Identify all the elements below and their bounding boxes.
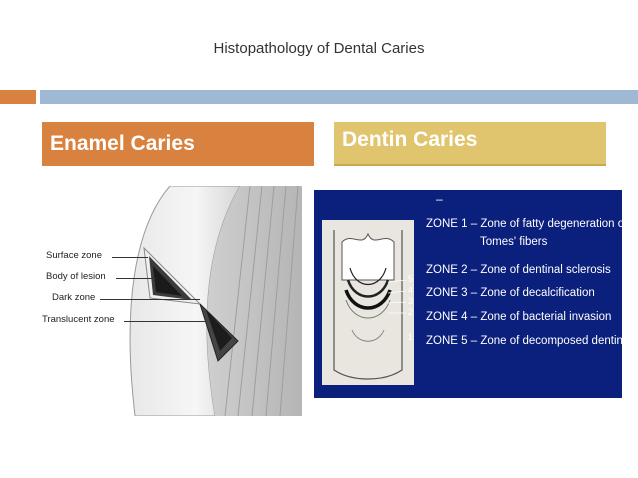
enamel-lesion-illustration (129, 186, 302, 416)
zone-1-text-cont: Tomes' fibers (480, 236, 548, 248)
label-translucent-zone: Translucent zone (42, 314, 115, 325)
title-rule-bar (40, 90, 638, 104)
zone-number-5: 5 (408, 274, 414, 284)
zone-1-text: ZONE 1 – Zone of fatty degeneration of (426, 218, 628, 230)
tooth-cross-section (322, 220, 414, 385)
enamel-caries-header: Enamel Caries (42, 122, 314, 166)
zone-number-3: 3 (408, 296, 414, 306)
figure-top-mark: – (436, 192, 443, 206)
tooth-diagram (333, 230, 403, 380)
enamel-caries-figure: Surface zone Body of lesion Dark zone Tr… (40, 186, 302, 416)
title-rule-accent (0, 90, 36, 104)
label-body-of-lesion: Body of lesion (46, 271, 106, 282)
zone-2-text: ZONE 2 – Zone of dentinal sclerosis (426, 264, 611, 276)
zone-5-text: ZONE 5 – Zone of decomposed dentin (426, 335, 623, 347)
pointer-body-of-lesion (116, 278, 156, 279)
pointer-surface-zone (112, 257, 148, 258)
label-surface-zone: Surface zone (46, 250, 102, 261)
pointer-dark-zone (100, 299, 200, 300)
zone-3-text: ZONE 3 – Zone of decalcification (426, 287, 595, 299)
dentin-caries-figure: – 5 4 3 2 1 ZONE 1 – Zone of fatty degen… (314, 190, 627, 398)
slide-title: Histopathology of Dental Caries (213, 40, 425, 57)
zone-number-4: 4 (408, 285, 414, 295)
pointer-translucent-zone (124, 321, 206, 322)
label-dark-zone: Dark zone (52, 292, 96, 303)
zone-4-text: ZONE 4 – Zone of bacterial invasion (426, 311, 612, 323)
dentin-caries-header: Dentin Caries (334, 122, 606, 166)
zone-number-2: 2 (408, 307, 414, 317)
zone-number-1: 1 (408, 332, 414, 342)
